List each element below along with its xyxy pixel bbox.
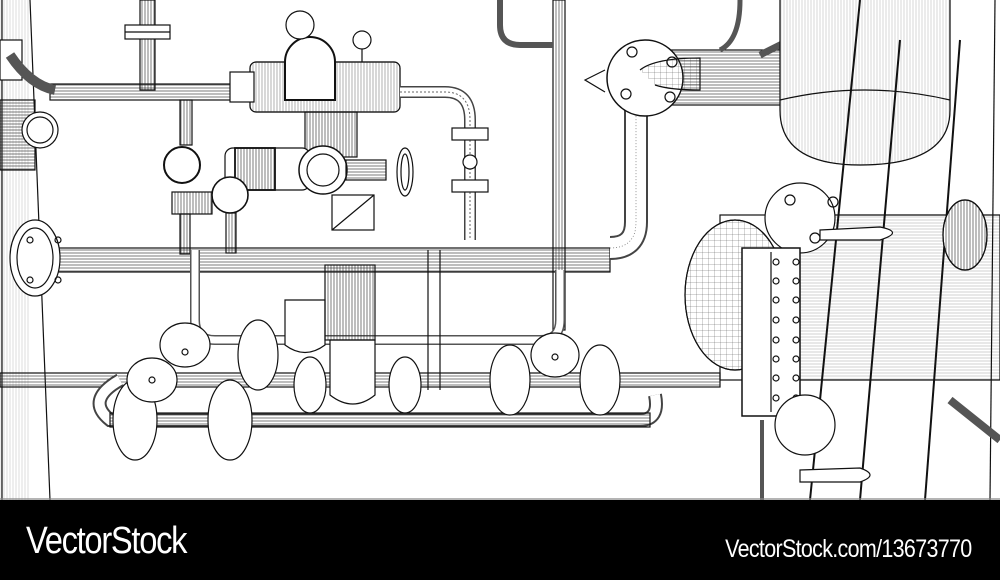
actuator-assembly: [224, 10, 414, 231]
brand-logo-text: VectorStock: [26, 520, 187, 562]
level-gauge-glass: [741, 182, 894, 500]
lower-bypass-assembly: [0, 264, 721, 461]
image-url-text: VectorStock.com/13673770: [725, 535, 973, 563]
watermark-footer: VectorStock VectorStock.com/13673770: [0, 500, 1000, 580]
pressure-gauges: [163, 146, 249, 255]
top-horizontal-pipe: [5, 0, 241, 146]
pipeline-wireframe-illustration: [0, 0, 1000, 500]
flange-elbow: [583, 0, 844, 117]
bent-instrument-pipe: [400, 86, 489, 240]
